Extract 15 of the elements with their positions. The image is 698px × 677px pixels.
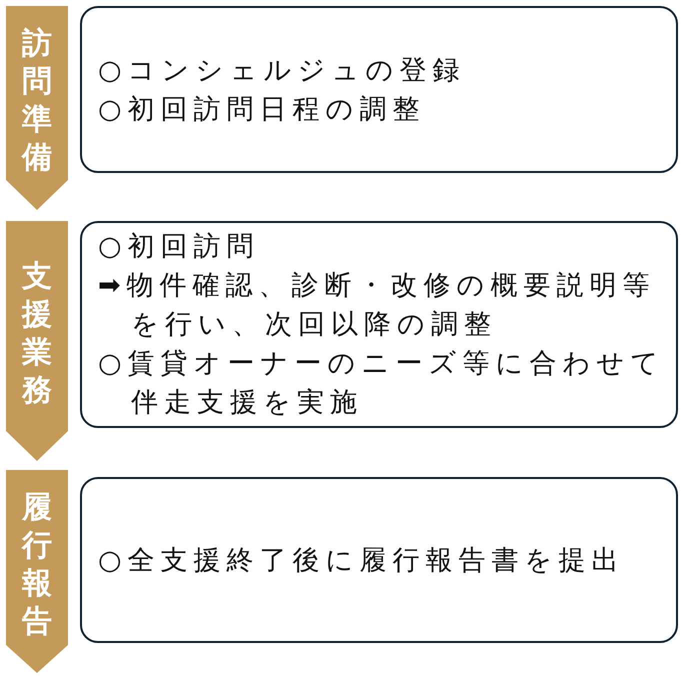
step-banner	[6, 6, 68, 210]
step-label: 訪問準備	[22, 24, 52, 176]
step-label: 履行報告	[22, 488, 52, 640]
list-item-text: ○コンシェルジュの登録	[98, 54, 467, 88]
content-box	[80, 477, 678, 643]
list-item-text: ○初回訪問	[98, 230, 261, 264]
step-label: 支援業務	[22, 258, 52, 410]
list-item-text: ○賃貸オーナーのニーズ等に合わせて伴走支援を実施	[98, 347, 666, 420]
step-banner	[6, 221, 68, 461]
step-banner	[6, 470, 68, 673]
content-box	[80, 6, 678, 173]
content-box	[80, 221, 678, 428]
list-item-text: ○全支援終了後に履行報告書を提出	[98, 544, 626, 578]
list-item-text: ➡物件確認、診断・改修の概要説明等を行い、次回以降の調整	[98, 269, 657, 342]
list-item-text: ○初回訪問日程の調整	[98, 92, 427, 126]
